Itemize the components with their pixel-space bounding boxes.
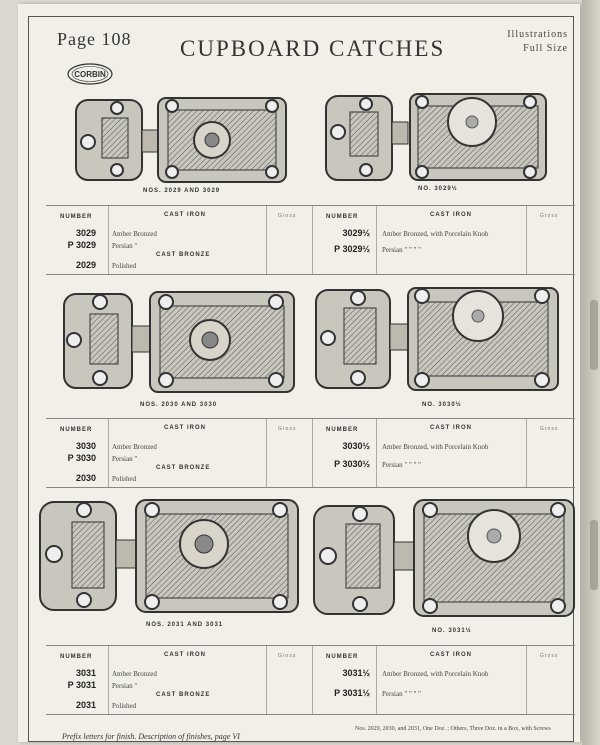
illustrations-note: Illustrations Full Size — [484, 28, 568, 56]
col-cast-iron: CAST IRON — [164, 212, 206, 218]
col-number: NUMBER — [60, 654, 93, 660]
page-number: Page 108 — [57, 29, 132, 49]
item-number: 3029½ — [342, 228, 370, 238]
finish-desc: Amber Bronzed — [112, 670, 157, 678]
col-number: NUMBER — [326, 214, 359, 220]
page-frame — [28, 16, 574, 742]
item-number: 3029 — [75, 228, 96, 238]
divider — [526, 419, 527, 487]
finish-desc: Persian " " " " — [382, 461, 422, 469]
finish-desc: Amber Bronzed, with Porcelain Knob — [382, 670, 489, 678]
finish-desc: Polished — [112, 702, 137, 710]
item-number: 2031 — [75, 700, 96, 710]
item-number: P 3030 — [67, 453, 96, 463]
col-cast-iron: CAST IRON — [430, 212, 472, 218]
finish-desc: Amber Bronzed — [112, 443, 157, 451]
divider — [108, 419, 109, 487]
col-cast-iron: CAST IRON — [430, 425, 472, 431]
divider — [312, 419, 313, 487]
caption-3029-half: NO. 3029½ — [418, 186, 458, 192]
finish-desc: Amber Bronzed, with Porcelain Knob — [382, 230, 489, 238]
finish-desc: Amber Bronzed, with Porcelain Knob — [382, 443, 489, 451]
col-gross: Gross — [278, 426, 297, 432]
divider — [266, 646, 267, 714]
divider — [526, 646, 527, 714]
col-gross: Gross — [540, 653, 559, 659]
finish-desc: Persian " — [112, 682, 138, 690]
divider — [526, 206, 527, 274]
item-number: 3031½ — [342, 668, 370, 678]
col-cast-bronze: CAST BRONZE — [156, 692, 211, 698]
catch-image-3029 — [75, 97, 287, 183]
col-number: NUMBER — [60, 427, 93, 433]
next-page-edge — [582, 0, 600, 745]
finish-desc: Polished — [112, 475, 137, 483]
price-table-1: NUMBER CAST IRON Gross NUMBER CAST IRON … — [46, 205, 575, 275]
finish-desc: Polished — [112, 262, 137, 270]
item-number: P 3030½ — [334, 459, 370, 469]
col-number: NUMBER — [326, 427, 359, 433]
price-table-3: NUMBER CAST IRON Gross NUMBER CAST IRON … — [46, 645, 575, 715]
divider — [266, 206, 267, 274]
caption-3031-half: NO. 3031½ — [432, 628, 472, 634]
catch-image-3031 — [39, 499, 299, 613]
divider — [376, 419, 377, 487]
col-cast-bronze: CAST BRONZE — [156, 252, 211, 258]
col-number: NUMBER — [326, 654, 359, 660]
corbin-logo: CORBIN — [67, 63, 113, 85]
footer-packing-note: Nos. 2029, 2030, and 2031, One Doz. ; Ot… — [355, 726, 551, 732]
divider — [108, 646, 109, 714]
finish-desc: Persian " — [112, 242, 138, 250]
col-cast-iron: CAST IRON — [430, 652, 472, 658]
item-number: 3030½ — [342, 441, 370, 451]
footer-finish-note: Prefix letters for finish. Description o… — [62, 732, 240, 741]
divider — [312, 646, 313, 714]
caption-2031-3031: NOS. 2031 AND 3031 — [146, 622, 224, 628]
divider — [266, 419, 267, 487]
page-title: CUPBOARD CATCHES — [180, 36, 446, 61]
col-gross: Gross — [278, 213, 297, 219]
page-edge-shadow — [590, 300, 598, 370]
col-cast-iron: CAST IRON — [164, 652, 206, 658]
item-number: 2030 — [75, 473, 96, 483]
catch-image-3029-half — [325, 93, 547, 181]
illustrations-line: Illustrations — [507, 29, 568, 40]
price-table-2: NUMBER CAST IRON Gross NUMBER CAST IRON … — [46, 418, 575, 488]
item-number: 2029 — [75, 260, 96, 270]
divider — [376, 206, 377, 274]
item-number: P 3031½ — [334, 688, 370, 698]
col-gross: Gross — [540, 426, 559, 432]
divider — [108, 206, 109, 274]
item-number: 3031 — [75, 668, 96, 678]
col-number: NUMBER — [60, 214, 93, 220]
item-number: P 3029½ — [334, 244, 370, 254]
page-edge-shadow — [590, 520, 598, 590]
finish-desc: Persian " — [112, 455, 138, 463]
svg-text:CORBIN: CORBIN — [74, 70, 106, 79]
item-number: P 3029 — [67, 240, 96, 250]
divider — [376, 646, 377, 714]
catch-image-3030-half — [315, 287, 559, 391]
caption-2029-3029: NOS. 2029 AND 3029 — [143, 188, 221, 194]
caption-2030-3030: NOS. 2030 AND 3030 — [140, 402, 218, 408]
col-gross: Gross — [540, 213, 559, 219]
item-number: 3030 — [75, 441, 96, 451]
col-cast-bronze: CAST BRONZE — [156, 465, 211, 471]
divider — [312, 206, 313, 274]
col-cast-iron: CAST IRON — [164, 425, 206, 431]
finish-desc: Amber Bronzed — [112, 230, 157, 238]
col-gross: Gross — [278, 653, 297, 659]
item-number: P 3031 — [67, 680, 96, 690]
finish-desc: Persian " " " " — [382, 690, 422, 698]
caption-3030-half: NO. 3030½ — [422, 402, 462, 408]
finish-desc: Persian " " " " — [382, 246, 422, 254]
full-size-line: Full Size — [523, 43, 568, 54]
catch-image-3030 — [63, 291, 295, 393]
catch-image-3031-half — [313, 499, 575, 617]
